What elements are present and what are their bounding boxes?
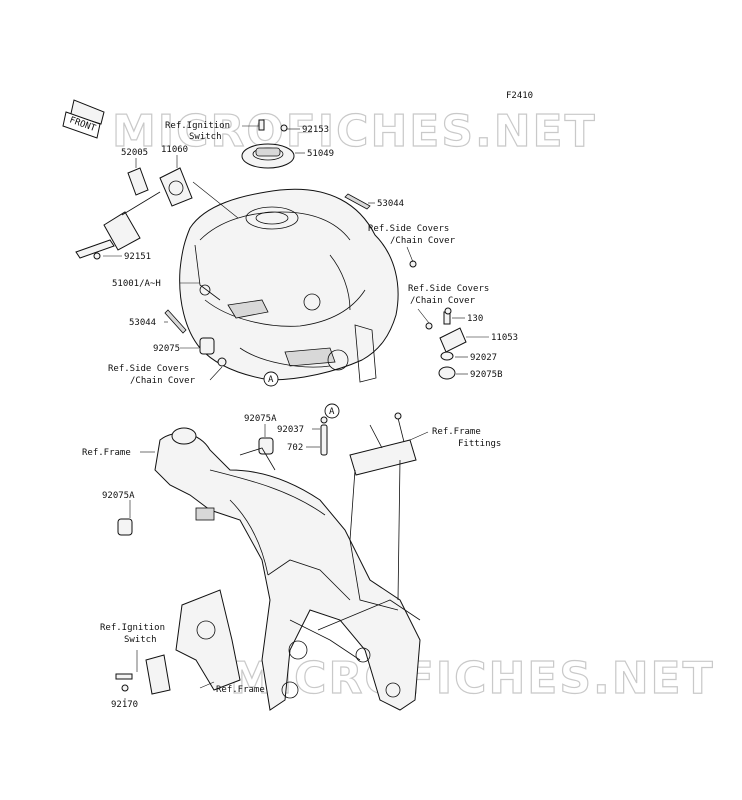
callout-a-top: A [263, 371, 279, 387]
label-92075A-left: 92075A [102, 491, 135, 501]
frame-fitting-bracket [349, 412, 417, 476]
label-ref-side-covers-2a: Ref.Side Covers [408, 284, 489, 294]
label-130: 130 [467, 314, 483, 324]
strip-53044-left [164, 309, 187, 334]
label-ref-frame-bottom: Ref.Frame [216, 685, 265, 695]
pin-702 [320, 424, 328, 456]
label-ref-ignition-switch-top-1: Ref.Ignition [165, 121, 230, 131]
part-labels: Ref.Ignition Switch 92153 51049 52005 11… [82, 121, 518, 710]
tank-bracket [439, 307, 467, 353]
label-92037: 92037 [277, 425, 304, 435]
fuel-pump-assembly [75, 167, 193, 260]
label-ref-side-covers-1b: /Chain Cover [390, 236, 456, 246]
strip-53044-top [344, 193, 371, 210]
motorcycle-frame [154, 427, 421, 711]
fuel-cap [241, 119, 295, 169]
label-92170: 92170 [111, 700, 138, 710]
watermark-bottom: MICROFICHES.NET [230, 653, 715, 704]
label-ref-frame-fittings-2: Fittings [458, 439, 501, 449]
label-92151: 92151 [124, 252, 151, 262]
clip-92037 [320, 416, 328, 424]
label-92075: 92075 [153, 344, 180, 354]
label-702: 702 [287, 443, 303, 453]
label-11053: 11053 [491, 333, 518, 343]
label-ref-side-covers-1a: Ref.Side Covers [368, 224, 449, 234]
svg-text:A: A [329, 407, 335, 417]
label-ref-frame-left: Ref.Frame [82, 448, 131, 458]
label-92153: 92153 [302, 125, 329, 135]
callout-a-bottom: A [324, 403, 340, 419]
label-52005: 52005 [121, 148, 148, 158]
label-51049: 51049 [307, 149, 334, 159]
label-ref-ignition-switch-top-2: Switch [189, 132, 222, 142]
fuel-tank [179, 188, 399, 383]
label-ref-side-covers-3a: Ref.Side Covers [108, 364, 189, 374]
label-53044-left: 53044 [129, 318, 156, 328]
label-ref-frame-fittings-1: Ref.Frame [432, 427, 481, 437]
leader-lines [103, 125, 489, 700]
label-53044-top: 53044 [377, 199, 404, 209]
label-ref-side-covers-2b: /Chain Cover [410, 296, 476, 306]
label-92075B: 92075B [470, 370, 503, 380]
label-ref-ignition-switch-bottom-1: Ref.Ignition [100, 623, 165, 633]
label-11060: 11060 [161, 145, 188, 155]
rubber-dampers [117, 260, 456, 536]
watermark-top: MICROFICHES.NET [112, 106, 597, 157]
figure-code: F2410 [506, 91, 533, 101]
label-92075A-top: 92075A [244, 414, 277, 424]
svg-text:A: A [268, 375, 274, 385]
label-ref-side-covers-3b: /Chain Cover [130, 376, 196, 386]
label-ref-ignition-switch-bottom-2: Switch [124, 635, 157, 645]
label-51001: 51001/A~H [112, 279, 161, 289]
label-92027: 92027 [470, 353, 497, 363]
ignition-switch-bracket [115, 589, 241, 695]
front-arrow-icon: FRONT [62, 99, 105, 139]
